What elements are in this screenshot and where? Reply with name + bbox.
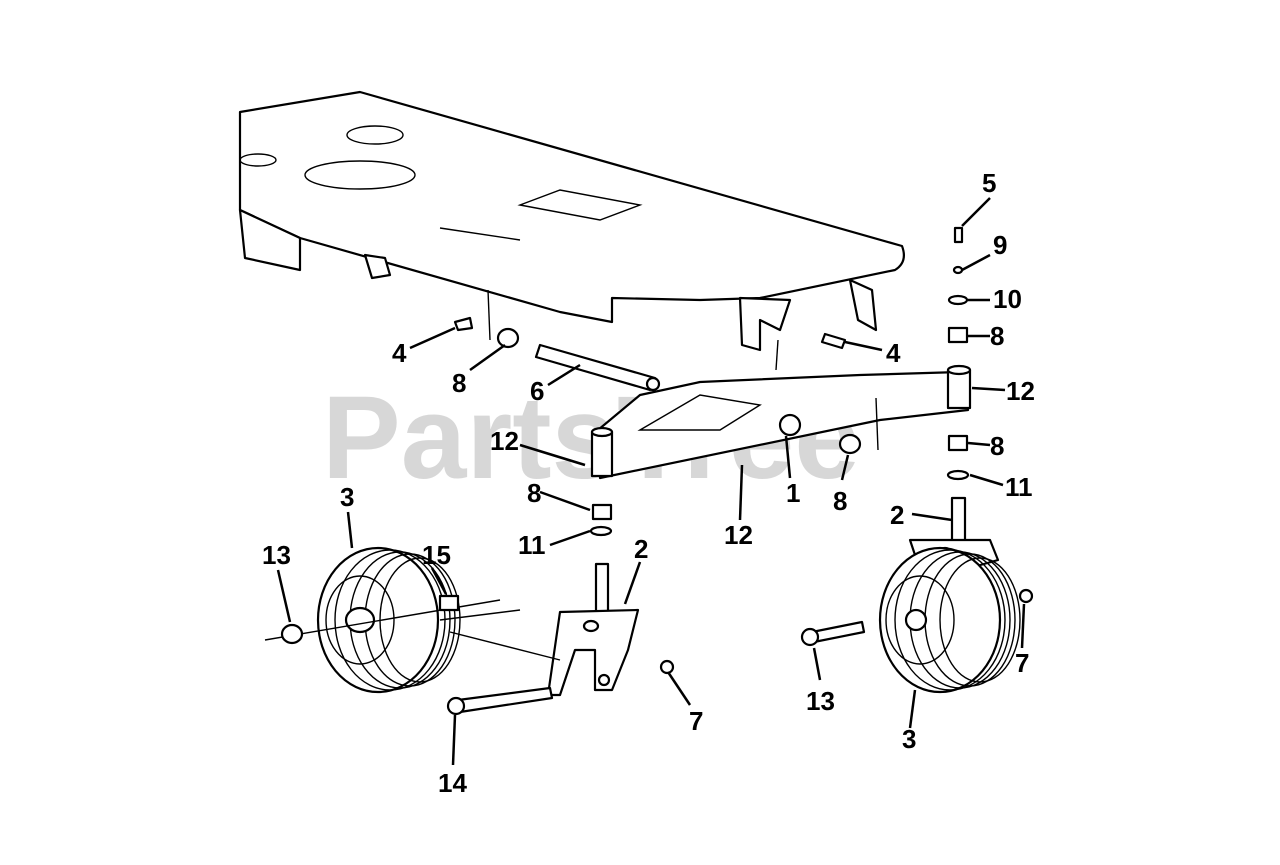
spindle-left: [439, 562, 640, 697]
bushing-frame-left: [496, 327, 520, 349]
callout-12-right: 12: [1006, 376, 1035, 406]
bushing-left-lower: [591, 503, 613, 521]
callout-13-right: 13: [806, 686, 835, 716]
callout-8-right-top: 8: [990, 321, 1004, 351]
callout-7-right: 7: [1015, 648, 1029, 678]
callout-11-right: 11: [1005, 472, 1033, 502]
pivot-rod: [534, 343, 661, 392]
bushing-axle-center: [838, 433, 862, 455]
callout-13-left: 13: [262, 540, 291, 570]
callout-8-right-lower: 8: [990, 431, 1004, 461]
callout-8-left-lower: 8: [527, 478, 541, 508]
callout-8-axle: 8: [833, 486, 847, 516]
bolt-left: [453, 316, 474, 332]
nut-right: [1018, 588, 1034, 604]
callout-14: 14: [438, 768, 467, 798]
callout-12-bottom: 12: [724, 520, 753, 550]
wheel-right: [878, 546, 1021, 694]
callout-8-frame: 8: [452, 368, 466, 398]
chassis-frame: [238, 90, 905, 371]
bushing-right-upper: [947, 326, 969, 344]
callout-12-left: 12: [490, 426, 519, 456]
washer-right-lower: [946, 469, 970, 481]
callout-11-left: 11: [518, 530, 546, 560]
callout-15: 15: [422, 540, 451, 570]
spindle-tube-left: [590, 426, 614, 478]
callout-7-left: 7: [689, 706, 703, 736]
callout-2-left: 2: [634, 534, 648, 564]
bolt-right: [820, 332, 847, 350]
wheel-left: [264, 546, 501, 694]
callout-5: 5: [982, 168, 996, 198]
washer-left-lower: [589, 525, 613, 537]
bushing-right-lower: [947, 434, 969, 452]
callout-10: 10: [993, 284, 1022, 314]
callout-9: 9: [993, 230, 1007, 260]
spindle-bolt-right: [953, 226, 964, 244]
spindle-tube-right: [946, 364, 972, 410]
spacer-left: [438, 594, 460, 612]
callout-4-left: 4: [392, 338, 407, 368]
lock-washer-right: [952, 265, 964, 275]
callout-labels: 5 9 10 8 4 4 8 6 12 12 8 11 8 1 8 3 2 12…: [262, 168, 1035, 798]
callout-3-right: 3: [902, 724, 916, 754]
callout-2-right: 2: [890, 500, 904, 530]
axle-bolt-left: [446, 686, 554, 716]
callout-4-right: 4: [886, 338, 901, 368]
nut-left: [659, 659, 675, 675]
axle-bolt-right: [800, 620, 866, 647]
cap-left: [280, 623, 304, 645]
callout-6: 6: [530, 376, 544, 406]
leader-lines: [276, 197, 1026, 766]
callout-3-left: 3: [340, 482, 354, 512]
callout-1: 1: [786, 478, 800, 508]
flat-washer-right: [947, 294, 969, 306]
